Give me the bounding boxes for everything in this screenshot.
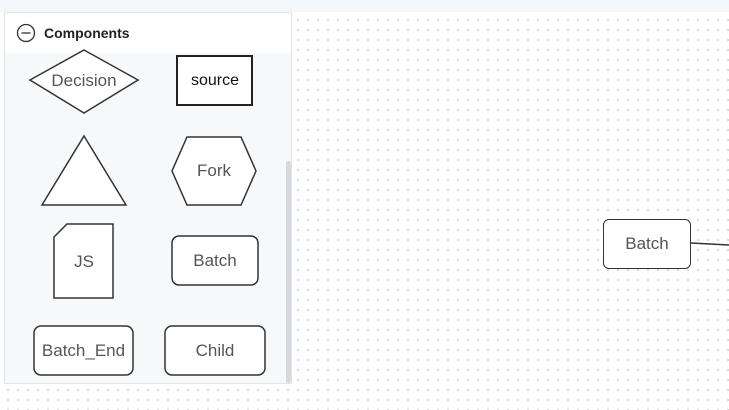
components-panel: Components Decision source Fork JS <box>4 12 292 384</box>
rounded-rect-shape <box>33 325 134 376</box>
panel-scrollbar[interactable] <box>286 161 291 383</box>
component-fork[interactable]: Fork <box>171 136 257 206</box>
document-shape <box>53 223 114 299</box>
connector-edge[interactable] <box>691 238 729 250</box>
minus-circle-icon[interactable] <box>16 23 36 43</box>
component-batch-end[interactable]: Batch_End <box>33 325 134 376</box>
rect-shape <box>176 55 253 106</box>
component-source[interactable]: source <box>176 55 254 106</box>
component-batch[interactable]: Batch <box>171 235 259 286</box>
canvas-node-batch[interactable]: Batch <box>603 219 691 269</box>
rounded-rect-shape <box>164 325 266 376</box>
component-decision[interactable]: Decision <box>28 49 140 114</box>
canvas-node-label: Batch <box>625 234 669 253</box>
triangle-shape <box>40 134 128 206</box>
hexagon-shape <box>171 136 257 206</box>
component-child[interactable]: Child <box>164 325 266 376</box>
component-js[interactable]: JS <box>53 223 115 300</box>
diamond-shape <box>28 49 140 114</box>
panel-header: Components <box>5 13 291 53</box>
component-triangle[interactable] <box>40 134 128 207</box>
panel-title: Components <box>44 25 130 41</box>
top-strip <box>0 0 729 12</box>
rounded-rect-shape <box>171 235 259 286</box>
